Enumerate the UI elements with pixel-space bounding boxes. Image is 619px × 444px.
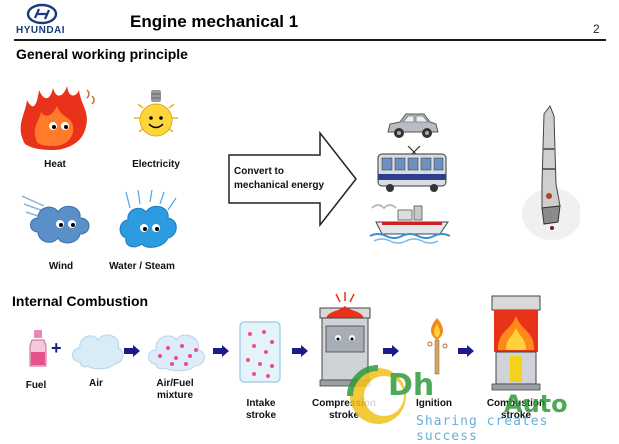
section-heading-internal-combustion: Internal Combustion: [12, 293, 149, 309]
plus-icon: +: [51, 338, 62, 358]
label-water-steam: Water / Steam: [109, 261, 175, 272]
label-heat: Heat: [44, 159, 66, 170]
label-mixture-line2: mixture: [156, 390, 194, 401]
heat-icon: [17, 86, 97, 152]
label-intake: Intake stroke: [236, 398, 286, 422]
label-intake-line2: stroke: [245, 410, 276, 421]
hyundai-logo: HYUNDAI: [16, 3, 68, 36]
watermark-text-a: Dh: [388, 368, 435, 403]
label-wind: Wind: [48, 261, 74, 272]
lightbulb-icon: [130, 88, 182, 146]
label-intake-line1: Intake: [246, 398, 276, 409]
process-arrow-icon: [292, 344, 308, 362]
label-mixture: Air/Fuel mixture: [144, 378, 206, 402]
label-combustion-line1: Combustion: [486, 398, 546, 409]
label-combustion-line2: stroke: [500, 410, 531, 421]
section-heading-general: General working principle: [16, 46, 188, 62]
tram-icon: [376, 145, 448, 194]
label-compression-line2: stroke: [328, 410, 359, 421]
brand-name: HYUNDAI: [16, 25, 66, 36]
car-icon: [384, 110, 440, 142]
process-arrow-icon: [458, 344, 474, 362]
label-electricity: Electricity: [132, 159, 180, 170]
process-arrow-icon: [383, 344, 399, 362]
combustion-cylinder-icon: [484, 294, 548, 394]
convert-arrow: [228, 130, 358, 228]
watermark-emblem-icon: [347, 365, 406, 424]
wind-icon: [21, 190, 96, 248]
process-arrow-icon: [213, 344, 229, 362]
page-number: 2: [593, 22, 600, 36]
header-divider: [14, 39, 606, 41]
label-combustion: Combustion stroke: [478, 398, 554, 422]
label-compression: Compression stroke: [306, 398, 382, 422]
process-arrow-icon: [124, 344, 140, 362]
watermark-text-b: Auto: [504, 390, 568, 418]
label-mixture-line1: Air/Fuel: [156, 378, 194, 389]
air-fuel-mixture-icon: [146, 326, 208, 372]
page-title: Engine mechanical 1: [130, 12, 299, 31]
intake-cylinder-icon: [238, 320, 282, 384]
convert-label-line2: mechanical energy: [234, 180, 325, 191]
hyundai-emblem-icon: [26, 3, 58, 25]
label-ignition: Ignition: [415, 398, 453, 409]
label-compression-line1: Compression: [312, 398, 376, 409]
convert-label-line1: Convert to: [234, 166, 284, 177]
label-air: Air: [89, 378, 103, 389]
label-fuel: Fuel: [25, 380, 47, 391]
fuel-bottle-icon: [28, 330, 48, 368]
watermark-slogan: Sharing creates success: [416, 414, 549, 444]
ship-icon: [368, 202, 456, 244]
rocket-icon: [516, 104, 582, 244]
air-cloud-icon: [70, 326, 124, 370]
convert-label: Convert to mechanical energy: [234, 165, 324, 193]
water-steam-icon: [116, 189, 182, 252]
compression-cylinder-icon: [314, 292, 376, 390]
ignition-match-icon: [422, 316, 452, 376]
watermark: Dh Auto Sharing creates success: [344, 352, 616, 444]
